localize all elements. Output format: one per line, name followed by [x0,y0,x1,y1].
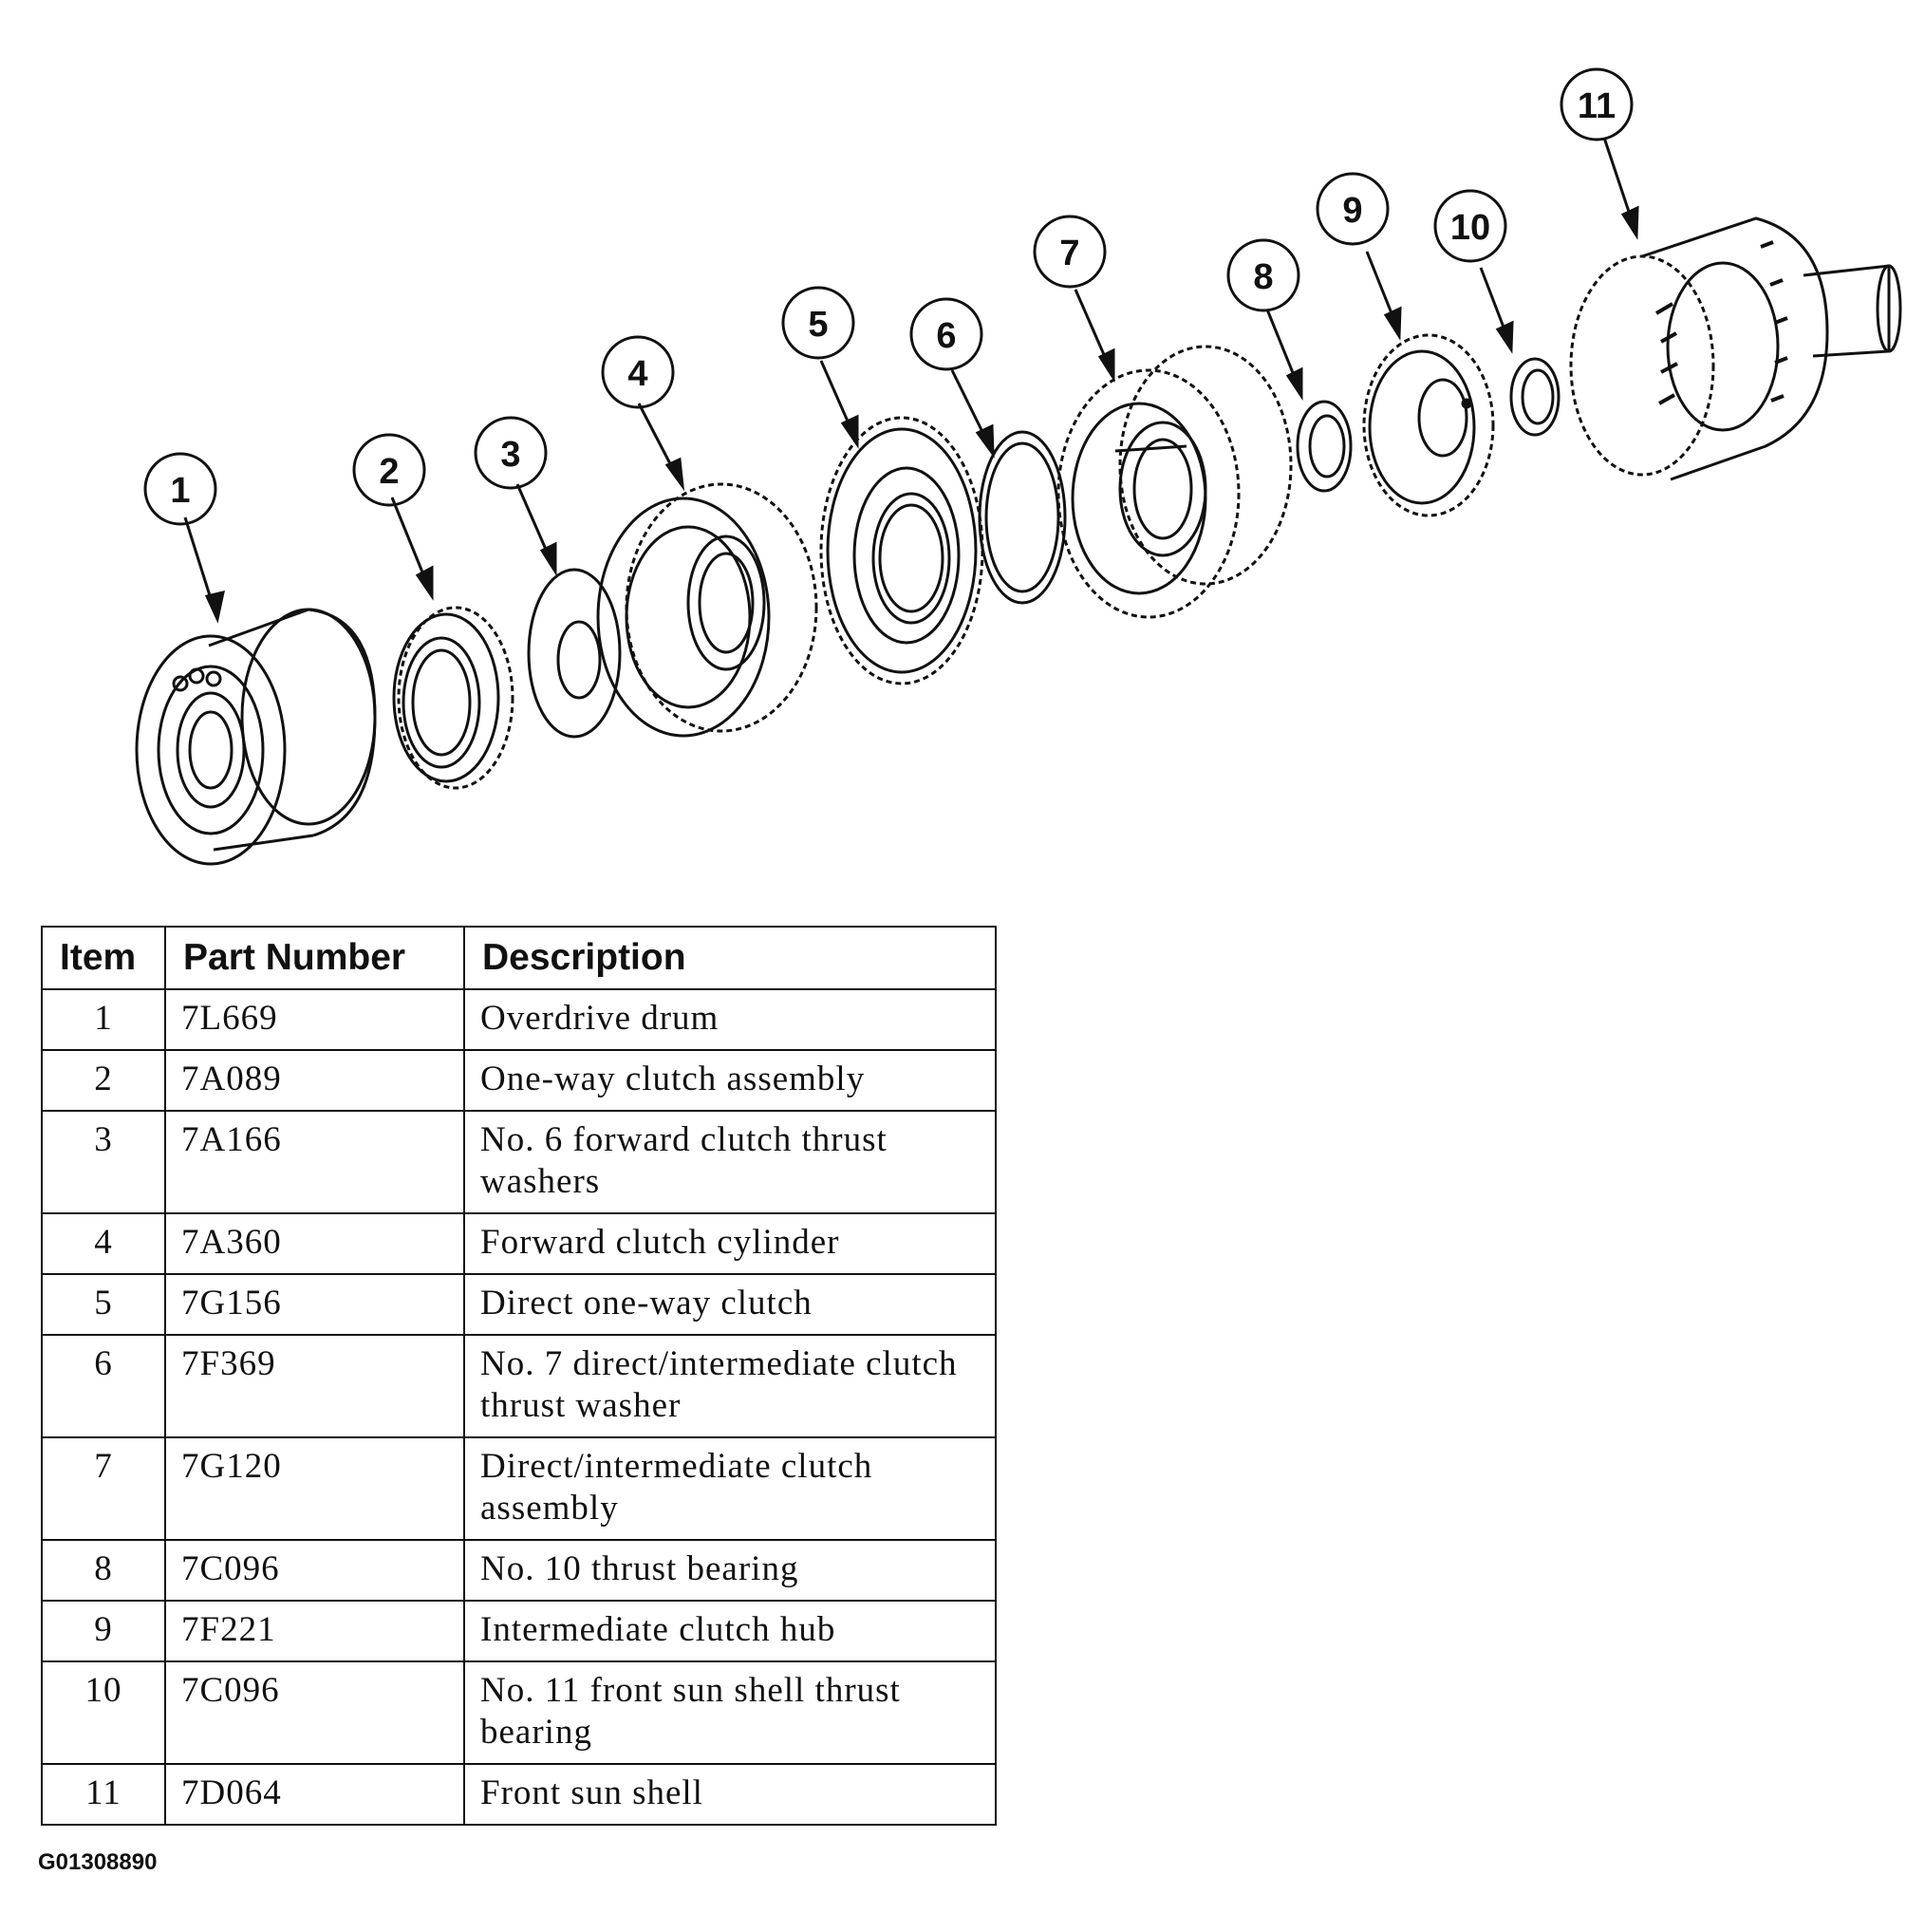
table-header-row: Item Part Number Description [41,926,997,990]
table-row: 8 7C096 No. 10 thrust bearing [41,1539,997,1602]
table-row: 4 7A360 Forward clutch cylinder [41,1212,997,1275]
part-7-direct-intermediate-clutch-assembly [1056,345,1293,619]
svg-text:2: 2 [379,452,399,492]
table-row: 11 7D064 Front sun shell [41,1763,997,1826]
svg-text:6: 6 [936,316,956,356]
part-number-cell: 7F221 [164,1600,465,1662]
item-cell: 3 [41,1110,166,1214]
item-cell: 2 [41,1049,166,1112]
part-number-cell: 7A089 [164,1049,465,1112]
table-row: 5 7G156 Direct one-way clutch [41,1273,997,1336]
part-6-thrust-washer [978,430,1067,605]
item-cell: 4 [41,1212,166,1275]
item-cell: 6 [41,1334,166,1438]
description-cell: No. 10 thrust bearing [463,1539,997,1602]
table-row: 6 7F369 No. 7 direct/intermediate clutch… [41,1334,997,1438]
part-11-front-sun-shell [1569,216,1902,481]
callout-11: 11 [1560,67,1634,141]
callout-1: 1 [143,452,217,526]
item-cell: 8 [41,1539,166,1602]
item-cell: 1 [41,988,166,1051]
description-cell: Forward clutch cylinder [463,1212,997,1275]
part-10-thrust-bearing [1509,357,1561,437]
description-cell: Overdrive drum [463,988,997,1051]
description-cell: No. 11 front sun shell thrust bearing [463,1660,997,1765]
part-number-cell: 7F369 [164,1334,465,1438]
item-cell: 5 [41,1273,166,1336]
part-number-cell: 7C096 [164,1539,465,1602]
item-cell: 11 [41,1763,166,1826]
description-cell: Direct/intermediate clutch assembly [463,1436,997,1541]
part-3-thrust-washer [527,568,622,739]
leader-arrows [183,137,1639,624]
svg-text:3: 3 [500,435,520,475]
table-row: 7 7G120 Direct/intermediate clutch assem… [41,1436,997,1541]
table-row: 1 7L669 Overdrive drum [41,988,997,1051]
item-cell: 10 [41,1660,166,1765]
callout-4: 4 [601,335,675,409]
part-number-cell: 7A360 [164,1212,465,1275]
part-number-cell: 7A166 [164,1110,465,1214]
callout-5: 5 [781,286,855,360]
svg-text:5: 5 [808,305,828,345]
item-cell: 7 [41,1436,166,1541]
part-number-cell: 7G120 [164,1436,465,1541]
svg-text:9: 9 [1342,191,1362,231]
callout-6: 6 [909,297,983,371]
table-row: 9 7F221 Intermediate clutch hub [41,1600,997,1662]
description-cell: Front sun shell [463,1763,997,1826]
header-part-number: Part Number [164,926,465,990]
callout-3: 3 [474,416,548,490]
table-row: 2 7A089 One-way clutch assembly [41,1049,997,1112]
figure-id: G01308890 [38,1849,158,1875]
callout-2: 2 [352,433,426,507]
svg-text:11: 11 [1578,86,1616,126]
svg-text:8: 8 [1253,257,1273,297]
description-cell: Intermediate clutch hub [463,1600,997,1662]
part-4-forward-clutch-cylinder [596,482,818,738]
parts-table: Item Part Number Description 1 7L669 Ove… [41,926,997,1826]
part-1-overdrive-drum [135,608,377,866]
description-cell: No. 7 direct/intermediate clutch thrust … [463,1334,997,1438]
part-8-thrust-bearing [1296,400,1353,493]
item-cell: 9 [41,1600,166,1662]
part-9-intermediate-clutch-hub [1362,333,1495,517]
header-description: Description [463,926,997,990]
part-number-cell: 7D064 [164,1763,465,1826]
exploded-view-diagram: 1 2 3 4 5 6 7 8 9 10 11 [135,67,1902,866]
part-2-one-way-clutch-assembly [392,606,514,790]
callout-10: 10 [1433,189,1507,263]
table-row: 3 7A166 No. 6 forward clutch thrust wash… [41,1110,997,1214]
part-number-cell: 7L669 [164,988,465,1051]
description-cell: One-way clutch assembly [463,1049,997,1112]
callout-7: 7 [1033,215,1107,289]
part-5-direct-one-way-clutch [819,416,984,685]
callout-9: 9 [1316,172,1390,246]
svg-text:10: 10 [1450,208,1490,248]
description-cell: Direct one-way clutch [463,1273,997,1336]
header-item: Item [41,926,166,990]
table-row: 10 7C096 No. 11 front sun shell thrust b… [41,1660,997,1765]
part-number-cell: 7G156 [164,1273,465,1336]
svg-text:7: 7 [1059,234,1079,273]
callout-8: 8 [1226,238,1300,312]
part-number-cell: 7C096 [164,1660,465,1765]
svg-text:4: 4 [627,354,647,394]
svg-text:1: 1 [170,471,190,511]
description-cell: No. 6 forward clutch thrust washers [463,1110,997,1214]
